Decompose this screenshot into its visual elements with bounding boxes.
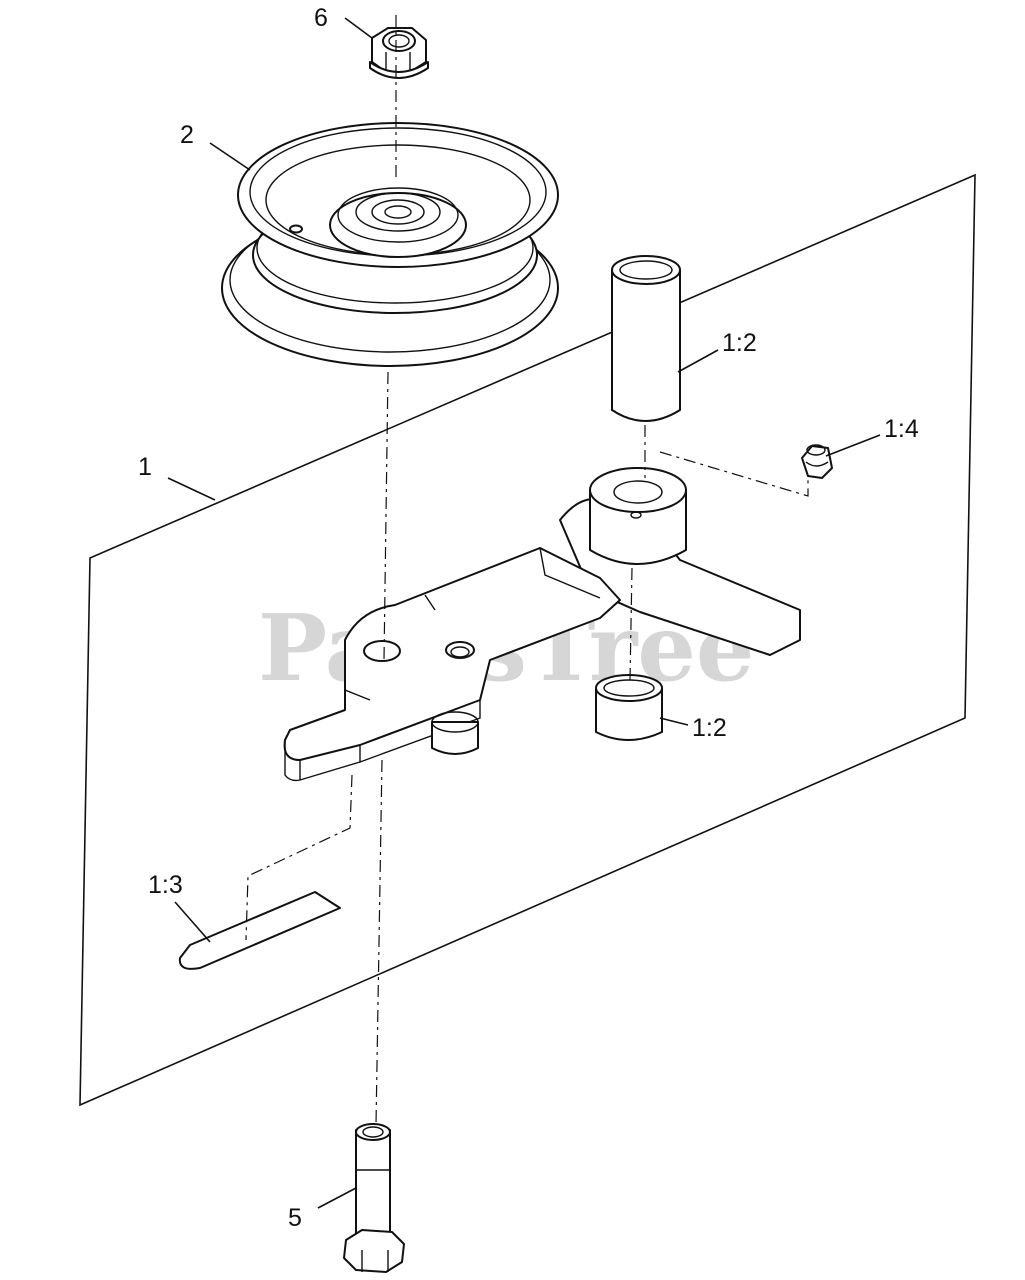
leader-1-2-bottom (659, 717, 689, 726)
decal-slot (178, 891, 341, 970)
leader-1-4 (825, 434, 881, 457)
callout-1-4: 1:4 (884, 415, 919, 443)
centerline-grease-fitting (659, 451, 809, 497)
leader-6 (344, 17, 373, 39)
centerline-decal (245, 774, 353, 941)
callout-5: 5 (288, 1204, 302, 1232)
flange-nut (369, 27, 429, 79)
callout-1: 1 (138, 453, 152, 481)
callout-1-2-bottom: 1:2 (692, 714, 727, 742)
leader-1 (167, 477, 216, 501)
leader-5 (317, 1187, 357, 1209)
callout-2: 2 (180, 121, 194, 149)
callout-1-2-top: 1:2 (722, 329, 757, 357)
centerline-arm-bolt (375, 759, 383, 1126)
callout-1-3: 1:3 (148, 871, 183, 899)
grease-fitting (801, 444, 833, 479)
bushing-upper (611, 255, 681, 422)
callout-6: 6 (314, 4, 328, 32)
idler-arm (283, 467, 801, 782)
leader-1-3 (174, 901, 211, 943)
leader-2 (209, 142, 251, 171)
centerline-pulley-arm (383, 371, 389, 661)
leader-1-2-top (677, 349, 719, 373)
centerline-bushings (629, 425, 646, 681)
hex-bolt (343, 1123, 405, 1273)
idler-pulley (221, 122, 559, 367)
bushing-lower (595, 674, 663, 741)
